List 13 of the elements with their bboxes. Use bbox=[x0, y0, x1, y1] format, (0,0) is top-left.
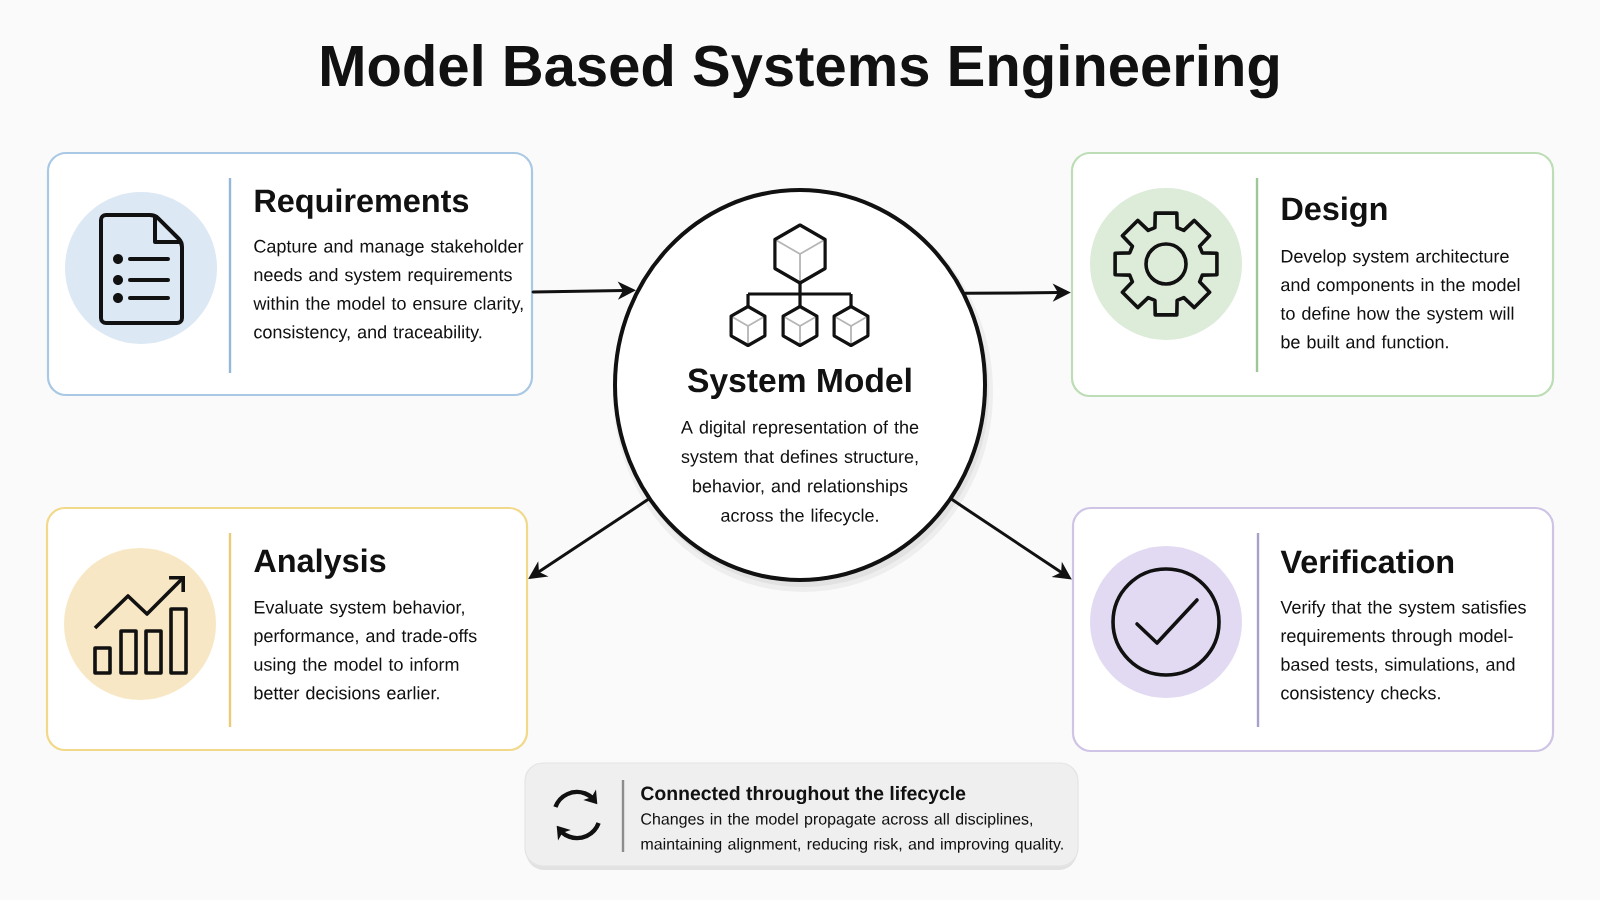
heading: Verification bbox=[1280, 549, 1454, 574]
heading: Design bbox=[1282, 196, 1387, 227]
description: Capture and manage stakeholder needs and system requirements within the model to ensure clarity, consistency, and traceability. bbox=[253, 239, 524, 342]
heading: System Model bbox=[688, 367, 911, 399]
description: Develop system architecture and components in the model to define how the system will be built and function. bbox=[1280, 249, 1520, 349]
description: Evaluate system behavior, performance, and trade-offs using the model to inform better decisions earlier. bbox=[254, 600, 477, 700]
heading: Connected throughout the lifecycle bbox=[641, 785, 966, 805]
heading: Requirements bbox=[255, 188, 469, 219]
description: Verify that the system satisfies requirements through model-based tests, simulations, and consistency checks. bbox=[1280, 600, 1526, 703]
title: Model Based Systems Engineering bbox=[322, 43, 1278, 99]
description: A digital representation of the system that defines structure, behavior, and relationships across the lifecycle. bbox=[680, 420, 919, 526]
heading: Analysis bbox=[254, 548, 386, 579]
description: Changes in the model propagate across all disciplines, maintaining alignment, reducing risk, and improving quality. bbox=[641, 812, 1063, 853]
